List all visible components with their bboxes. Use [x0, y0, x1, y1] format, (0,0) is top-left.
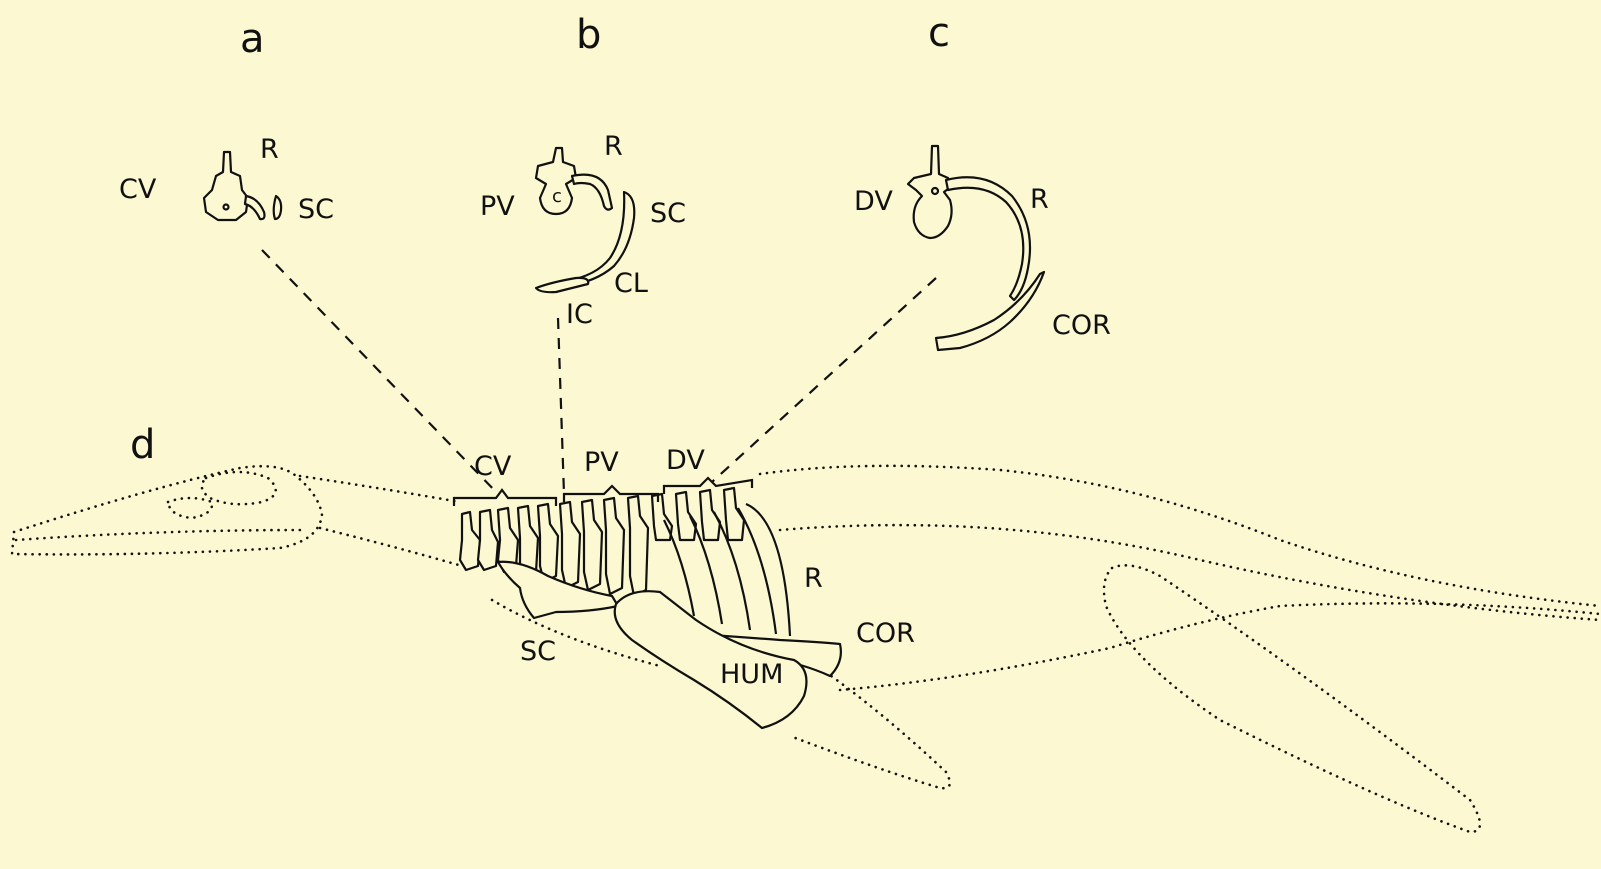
label-cor-c: COR [1052, 310, 1111, 341]
dorsal-neural-canal [932, 188, 938, 194]
skull-orbit [202, 472, 276, 504]
leader-line-a [262, 250, 498, 494]
label-cl-b: CL [614, 268, 648, 299]
label-cv-a: CV [119, 174, 157, 205]
label-pv-d: PV [584, 447, 619, 478]
label-sc-b: SC [650, 198, 686, 229]
vertebra-12 [700, 490, 720, 540]
cervical-rib [245, 196, 265, 219]
panel-letter-c: c [928, 10, 950, 56]
panel-d-body: CV PV DV R COR SC HUM [12, 445, 1600, 832]
vertebra-9 [628, 496, 648, 596]
dorsal-vertebra [908, 146, 952, 238]
dorsal-coracoid [936, 272, 1044, 350]
cervical-centrum-mark [224, 205, 229, 210]
vertebra-7 [582, 500, 602, 590]
label-pv-b: PV [480, 191, 515, 222]
pectoral-rib [572, 175, 612, 210]
label-hum-d: HUM [720, 659, 783, 690]
label-dv-c: DV [854, 186, 893, 217]
neck-ventral-outline [320, 528, 462, 566]
panel-a-cervical-section: CV R SC [119, 134, 498, 494]
interclavicle [536, 278, 588, 292]
label-r-b: R [604, 131, 623, 162]
vertebra-2 [478, 510, 498, 570]
vertebra-5 [538, 504, 558, 582]
vertebra-11 [676, 492, 696, 540]
label-r-c: R [1030, 184, 1049, 215]
panel-letter-a: a [240, 16, 265, 62]
label-r-a: R [260, 134, 279, 165]
label-r-d: R [804, 563, 823, 594]
leader-line-c [712, 278, 936, 482]
vertebra-8 [604, 498, 624, 594]
panel-letter-d: d [130, 422, 155, 468]
vertebra-1 [460, 512, 480, 570]
belly-outline [840, 603, 1600, 690]
leader-line-b [558, 318, 564, 494]
label-sc-a: SC [298, 194, 334, 225]
panel-c-dorsal-section: DV R COR [712, 146, 1111, 482]
cervical-scapula [274, 196, 281, 219]
label-centrum-b: c [552, 186, 562, 207]
skull-jaw-line [16, 530, 300, 540]
foreflipper-outline [790, 668, 950, 788]
back-outline [760, 466, 1600, 606]
panel-letter-b: b [576, 12, 601, 58]
vertebra-6 [560, 502, 580, 588]
label-sc-d: SC [520, 636, 556, 667]
label-cor-d: COR [856, 618, 915, 649]
label-dv-d: DV [666, 445, 705, 476]
panel-b-pectoral-section: c PV R SC CL IC [480, 131, 686, 494]
label-ic-b: IC [566, 299, 593, 330]
label-cv-d: CV [474, 451, 512, 482]
dorsal-rib [946, 177, 1030, 300]
brace-cv [454, 490, 556, 506]
skull-outline [12, 466, 322, 554]
neck-dorsal-outline [300, 476, 460, 502]
dorsal-rib-5 [746, 504, 790, 636]
skull-nostril [168, 498, 212, 518]
